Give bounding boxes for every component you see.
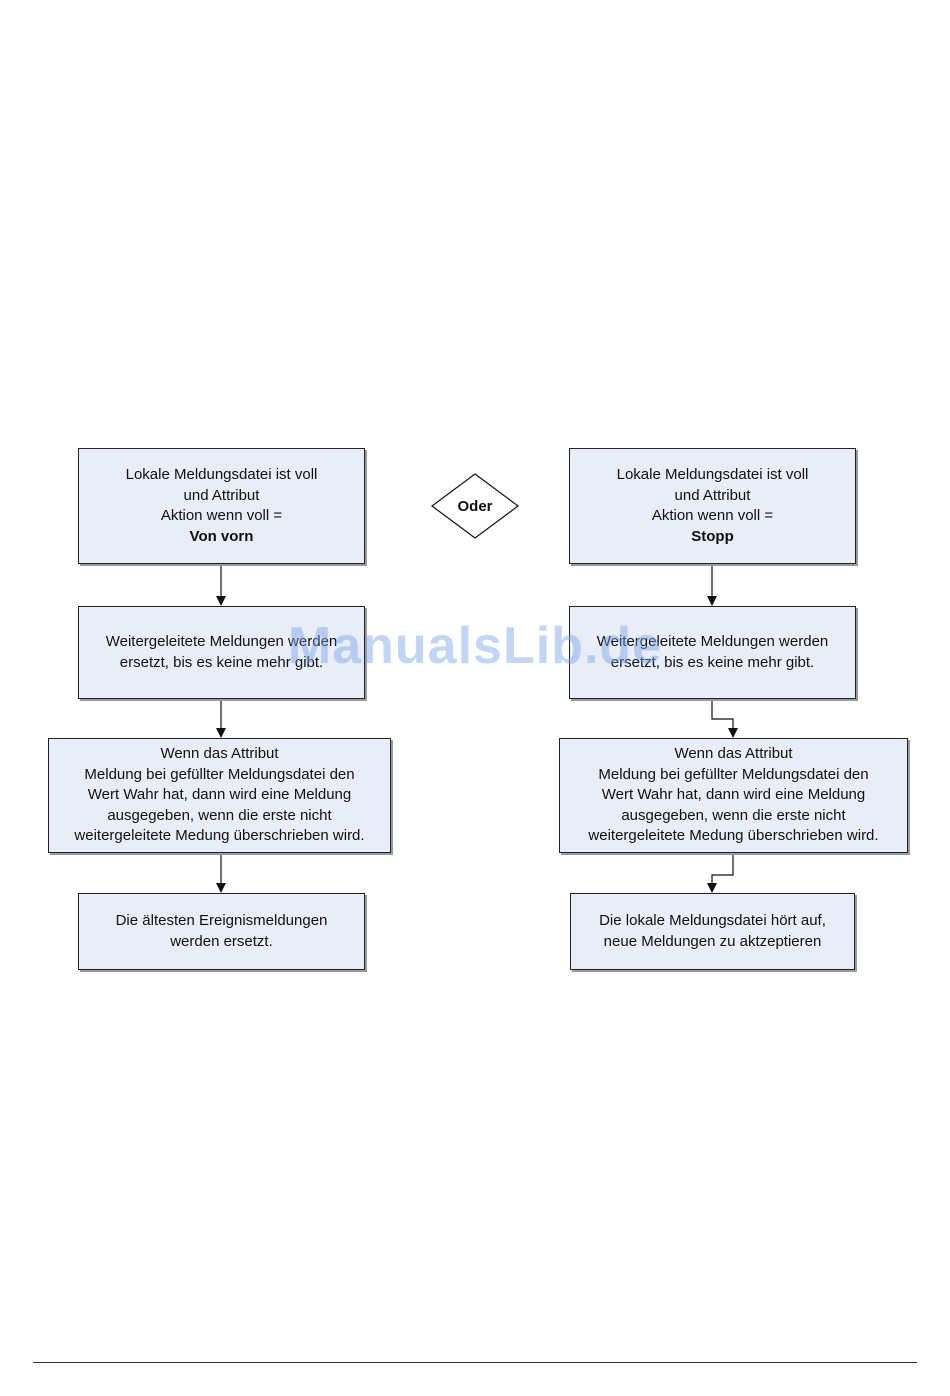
oder-label: Oder	[457, 497, 493, 515]
right-start-line-2: und Attribut	[674, 486, 751, 504]
right-start-box: Lokale Meldungsdatei ist voll und Attrib…	[569, 448, 856, 564]
left-forwarded-line-2: ersetzt, bis es keine mehr gibt.	[119, 653, 324, 671]
arrow-right-condition-to-result	[707, 852, 734, 893]
left-start-action-value: Von vorn	[189, 527, 254, 545]
oder-diamond	[430, 473, 520, 539]
right-result-box: Die lokale Meldungsdatei hört auf, neue …	[570, 893, 855, 970]
left-condition-line-4: ausgegeben, wenn die erste nicht	[107, 806, 332, 824]
right-condition-line-4: ausgegeben, wenn die erste nicht	[621, 806, 846, 824]
arrow-right-forwarded-to-condition	[711, 698, 738, 738]
right-start-action-value: Stopp	[691, 527, 734, 545]
right-start-line-1: Lokale Meldungsdatei ist voll	[616, 466, 809, 483]
footer-divider	[33, 1362, 917, 1363]
left-start-box: Lokale Meldungsdatei ist voll und Attrib…	[78, 448, 365, 564]
right-forwarded-line-2: ersetzt, bis es keine mehr gibt.	[610, 653, 815, 671]
left-start-line-1: Lokale Meldungsdatei ist voll	[125, 466, 318, 483]
left-result-line-2: werden ersetzt.	[170, 932, 273, 950]
left-condition-box: Wenn das Attribut Meldung bei gefüllter …	[48, 738, 391, 853]
right-condition-box: Wenn das Attribut Meldung bei gefüllter …	[559, 738, 908, 853]
right-result-line-1: Die lokale Meldungsdatei hört auf,	[599, 912, 826, 929]
right-condition-line-5: weitergeleitete Medung überschrieben wir…	[588, 827, 879, 845]
right-condition-line-2: Meldung bei gefüllter Meldungsdatei den	[598, 765, 869, 783]
left-condition-line-5: weitergeleitete Medung überschrieben wir…	[74, 827, 365, 845]
right-forwarded-line-1: Weitergeleitete Meldungen werden	[596, 633, 829, 650]
left-condition-line-3: Wert Wahr hat, dann wird eine Meldung	[87, 786, 352, 804]
left-result-line-1: Die ältesten Ereignismeldungen	[115, 912, 328, 929]
left-start-line-3: Aktion wenn voll =	[160, 507, 283, 524]
right-forwarded-box: Weitergeleitete Meldungen werden ersetzt…	[569, 606, 856, 699]
left-result-box: Die ältesten Ereignismeldungen werden er…	[78, 893, 365, 970]
left-forwarded-line-1: Weitergeleitete Meldungen werden	[105, 633, 338, 650]
right-condition-line-3: Wert Wahr hat, dann wird eine Meldung	[601, 786, 866, 804]
left-condition-line-2: Meldung bei gefüllter Meldungsdatei den	[84, 765, 355, 783]
right-condition-line-1: Wenn das Attribut	[674, 745, 793, 763]
right-start-line-3: Aktion wenn voll =	[651, 507, 774, 524]
right-result-line-2: neue Meldungen zu aktzeptieren	[603, 932, 822, 950]
left-condition-line-1: Wenn das Attribut	[160, 745, 279, 763]
left-start-line-2: und Attribut	[183, 486, 260, 504]
left-forwarded-box: Weitergeleitete Meldungen werden ersetzt…	[78, 606, 365, 699]
